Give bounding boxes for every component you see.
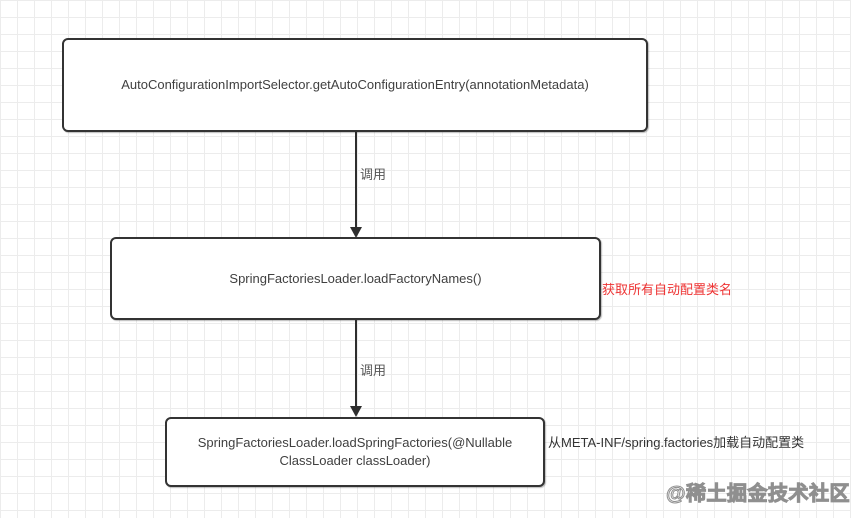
arrowhead-down-icon (350, 406, 362, 417)
node-label: SpringFactoriesLoader.loadFactoryNames() (229, 270, 482, 286)
node-label: SpringFactoriesLoader.loadSpringFactorie… (197, 435, 513, 468)
flowchart-node-getAutoConfigurationEntry: AutoConfigurationImportSelector.getAutoC… (62, 38, 648, 132)
flowchart-node-loadFactoryNames: SpringFactoriesLoader.loadFactoryNames() (110, 237, 601, 320)
juejin-community-watermark: @稀土掘金技术社区 (665, 483, 851, 506)
flowchart-node-loadSpringFactories: SpringFactoriesLoader.loadSpringFactorie… (165, 417, 545, 487)
edge-line (355, 320, 357, 407)
annotation-get-all-autoconfig-class-names: 获取所有自动配置类名 (602, 282, 733, 297)
edge-label-call: 调用 (360, 363, 387, 378)
annotation-load-from-spring-factories: 从META-INF/spring.factories加载自动配置类 (548, 435, 805, 450)
edge-label-call: 调用 (360, 167, 387, 182)
node-label: AutoConfigurationImportSelector.getAutoC… (121, 77, 589, 93)
arrowhead-down-icon (350, 227, 362, 238)
edge-line (355, 132, 357, 228)
